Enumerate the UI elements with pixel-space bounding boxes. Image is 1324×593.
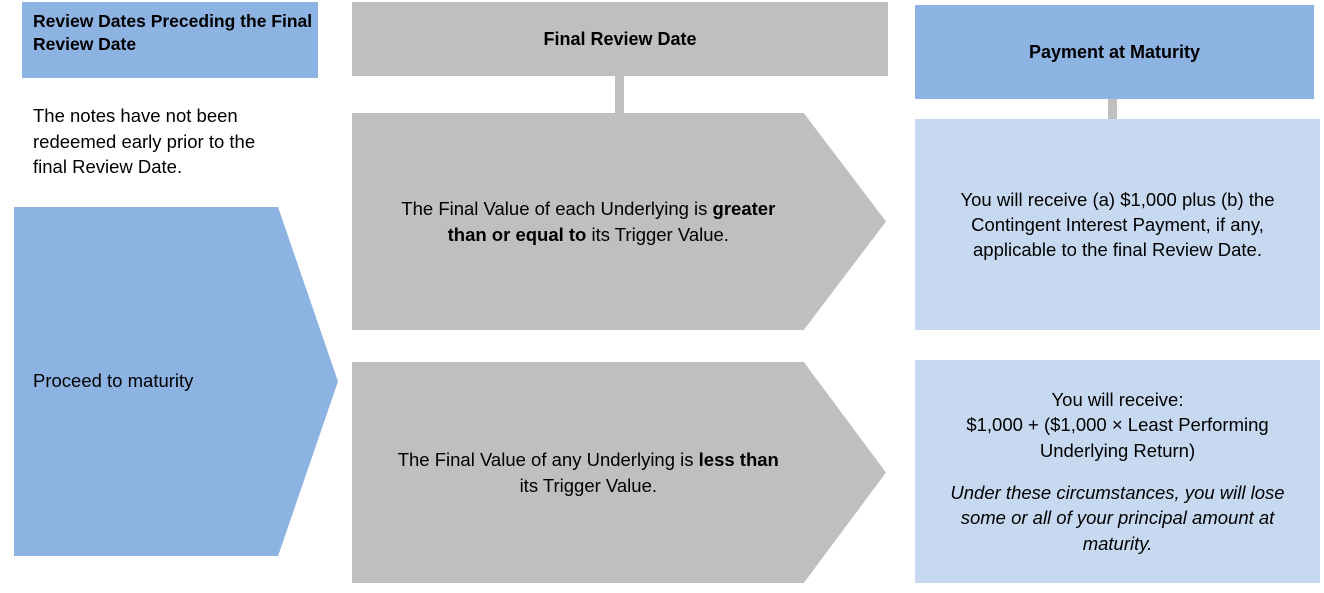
- outcome-primary-text: You will receive: $1,000 + ($1,000 × Lea…: [966, 389, 1269, 461]
- condition-text-less-than: The Final Value of any Underlying is les…: [389, 447, 848, 497]
- column-header-final-review-date: Final Review Date: [352, 2, 888, 76]
- condition-text-prefix: The Final Value of each Underlying is: [401, 198, 713, 220]
- connector-line-payment-at-maturity: [1108, 99, 1117, 120]
- connector-line-final-review-date: [615, 76, 624, 114]
- outcome-box-full-principal: You will receive (a) $1,000 plus (b) the…: [915, 119, 1320, 330]
- condition-text-emphasis: greater than or equal to: [447, 198, 776, 245]
- proceed-to-maturity-label: Proceed to maturity: [33, 370, 194, 392]
- left-column-note: The notes have not been redeemed early p…: [33, 105, 256, 178]
- outcome-text-loss: You will receive: $1,000 + ($1,000 × Lea…: [927, 387, 1308, 556]
- condition-text-suffix: its Trigger Value.: [519, 474, 658, 496]
- condition-text-suffix: its Trigger Value.: [586, 223, 729, 245]
- condition-text-greater-or-equal: The Final Value of each Underlying is gr…: [389, 196, 848, 246]
- condition-arrow-less-than: The Final Value of any Underlying is les…: [352, 362, 886, 583]
- outcome-text-full-principal: You will receive (a) $1,000 plus (b) the…: [927, 187, 1308, 262]
- column-header-review-dates: Review Dates Preceding the Final Review …: [22, 2, 318, 78]
- outcome-primary-text: You will receive (a) $1,000 plus (b) the…: [960, 188, 1275, 261]
- condition-text-prefix: The Final Value of any Underlying is: [397, 449, 699, 471]
- outcome-warning-text: Under these circumstances, you will lose…: [950, 482, 1285, 554]
- condition-arrow-greater-or-equal: The Final Value of each Underlying is gr…: [352, 113, 886, 330]
- proceed-to-maturity-arrow: Proceed to maturity: [14, 207, 338, 556]
- condition-text-emphasis: less than: [698, 449, 779, 471]
- outcome-box-loss: You will receive: $1,000 + ($1,000 × Lea…: [915, 360, 1320, 583]
- column-header-payment-at-maturity: Payment at Maturity: [915, 5, 1314, 99]
- outcome-text-spacer: [927, 463, 1308, 481]
